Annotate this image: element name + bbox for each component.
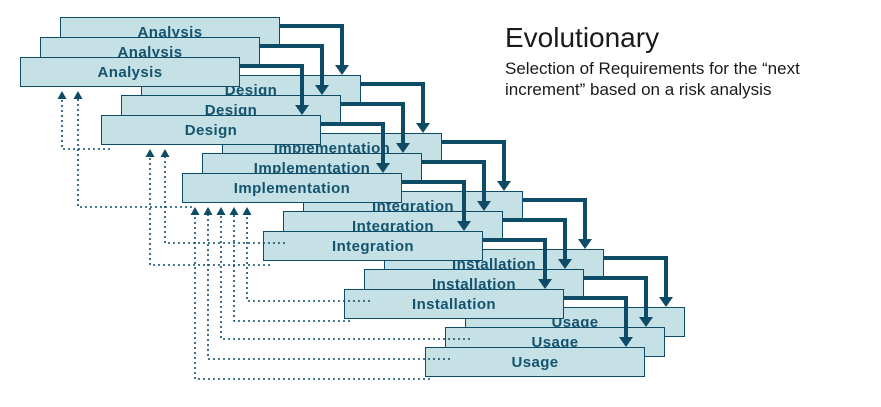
stage-box-implementation-increment-1: Implementation <box>182 173 402 203</box>
caption-block: Evolutionary Selection of Requirements f… <box>505 22 867 101</box>
stage-label: Usage <box>511 353 559 371</box>
diagram-title: Evolutionary <box>505 22 660 53</box>
stage-label: Analysis <box>137 23 203 41</box>
stage-label: Analysis <box>117 43 183 61</box>
stage-box-design-increment-1: Design <box>101 115 321 145</box>
stage-label: Design <box>184 121 238 139</box>
stage-label: Integration <box>332 237 414 255</box>
stage-box-integration-increment-1: Integration <box>263 231 483 261</box>
stage-box-analysis-increment-1: Analysis <box>20 57 240 87</box>
stage-label: Installation <box>412 295 496 313</box>
stage-label: Analysis <box>97 63 163 81</box>
stage-label: Design <box>204 101 258 119</box>
stage-box-installation-increment-1: Installation <box>344 289 564 319</box>
diagram-subtitle: Selection of Requirements for the “next … <box>505 59 800 100</box>
stage-label: Implementation <box>233 179 351 197</box>
stage-box-usage-increment-1: Usage <box>425 347 645 377</box>
stage-label: Usage <box>531 333 579 351</box>
